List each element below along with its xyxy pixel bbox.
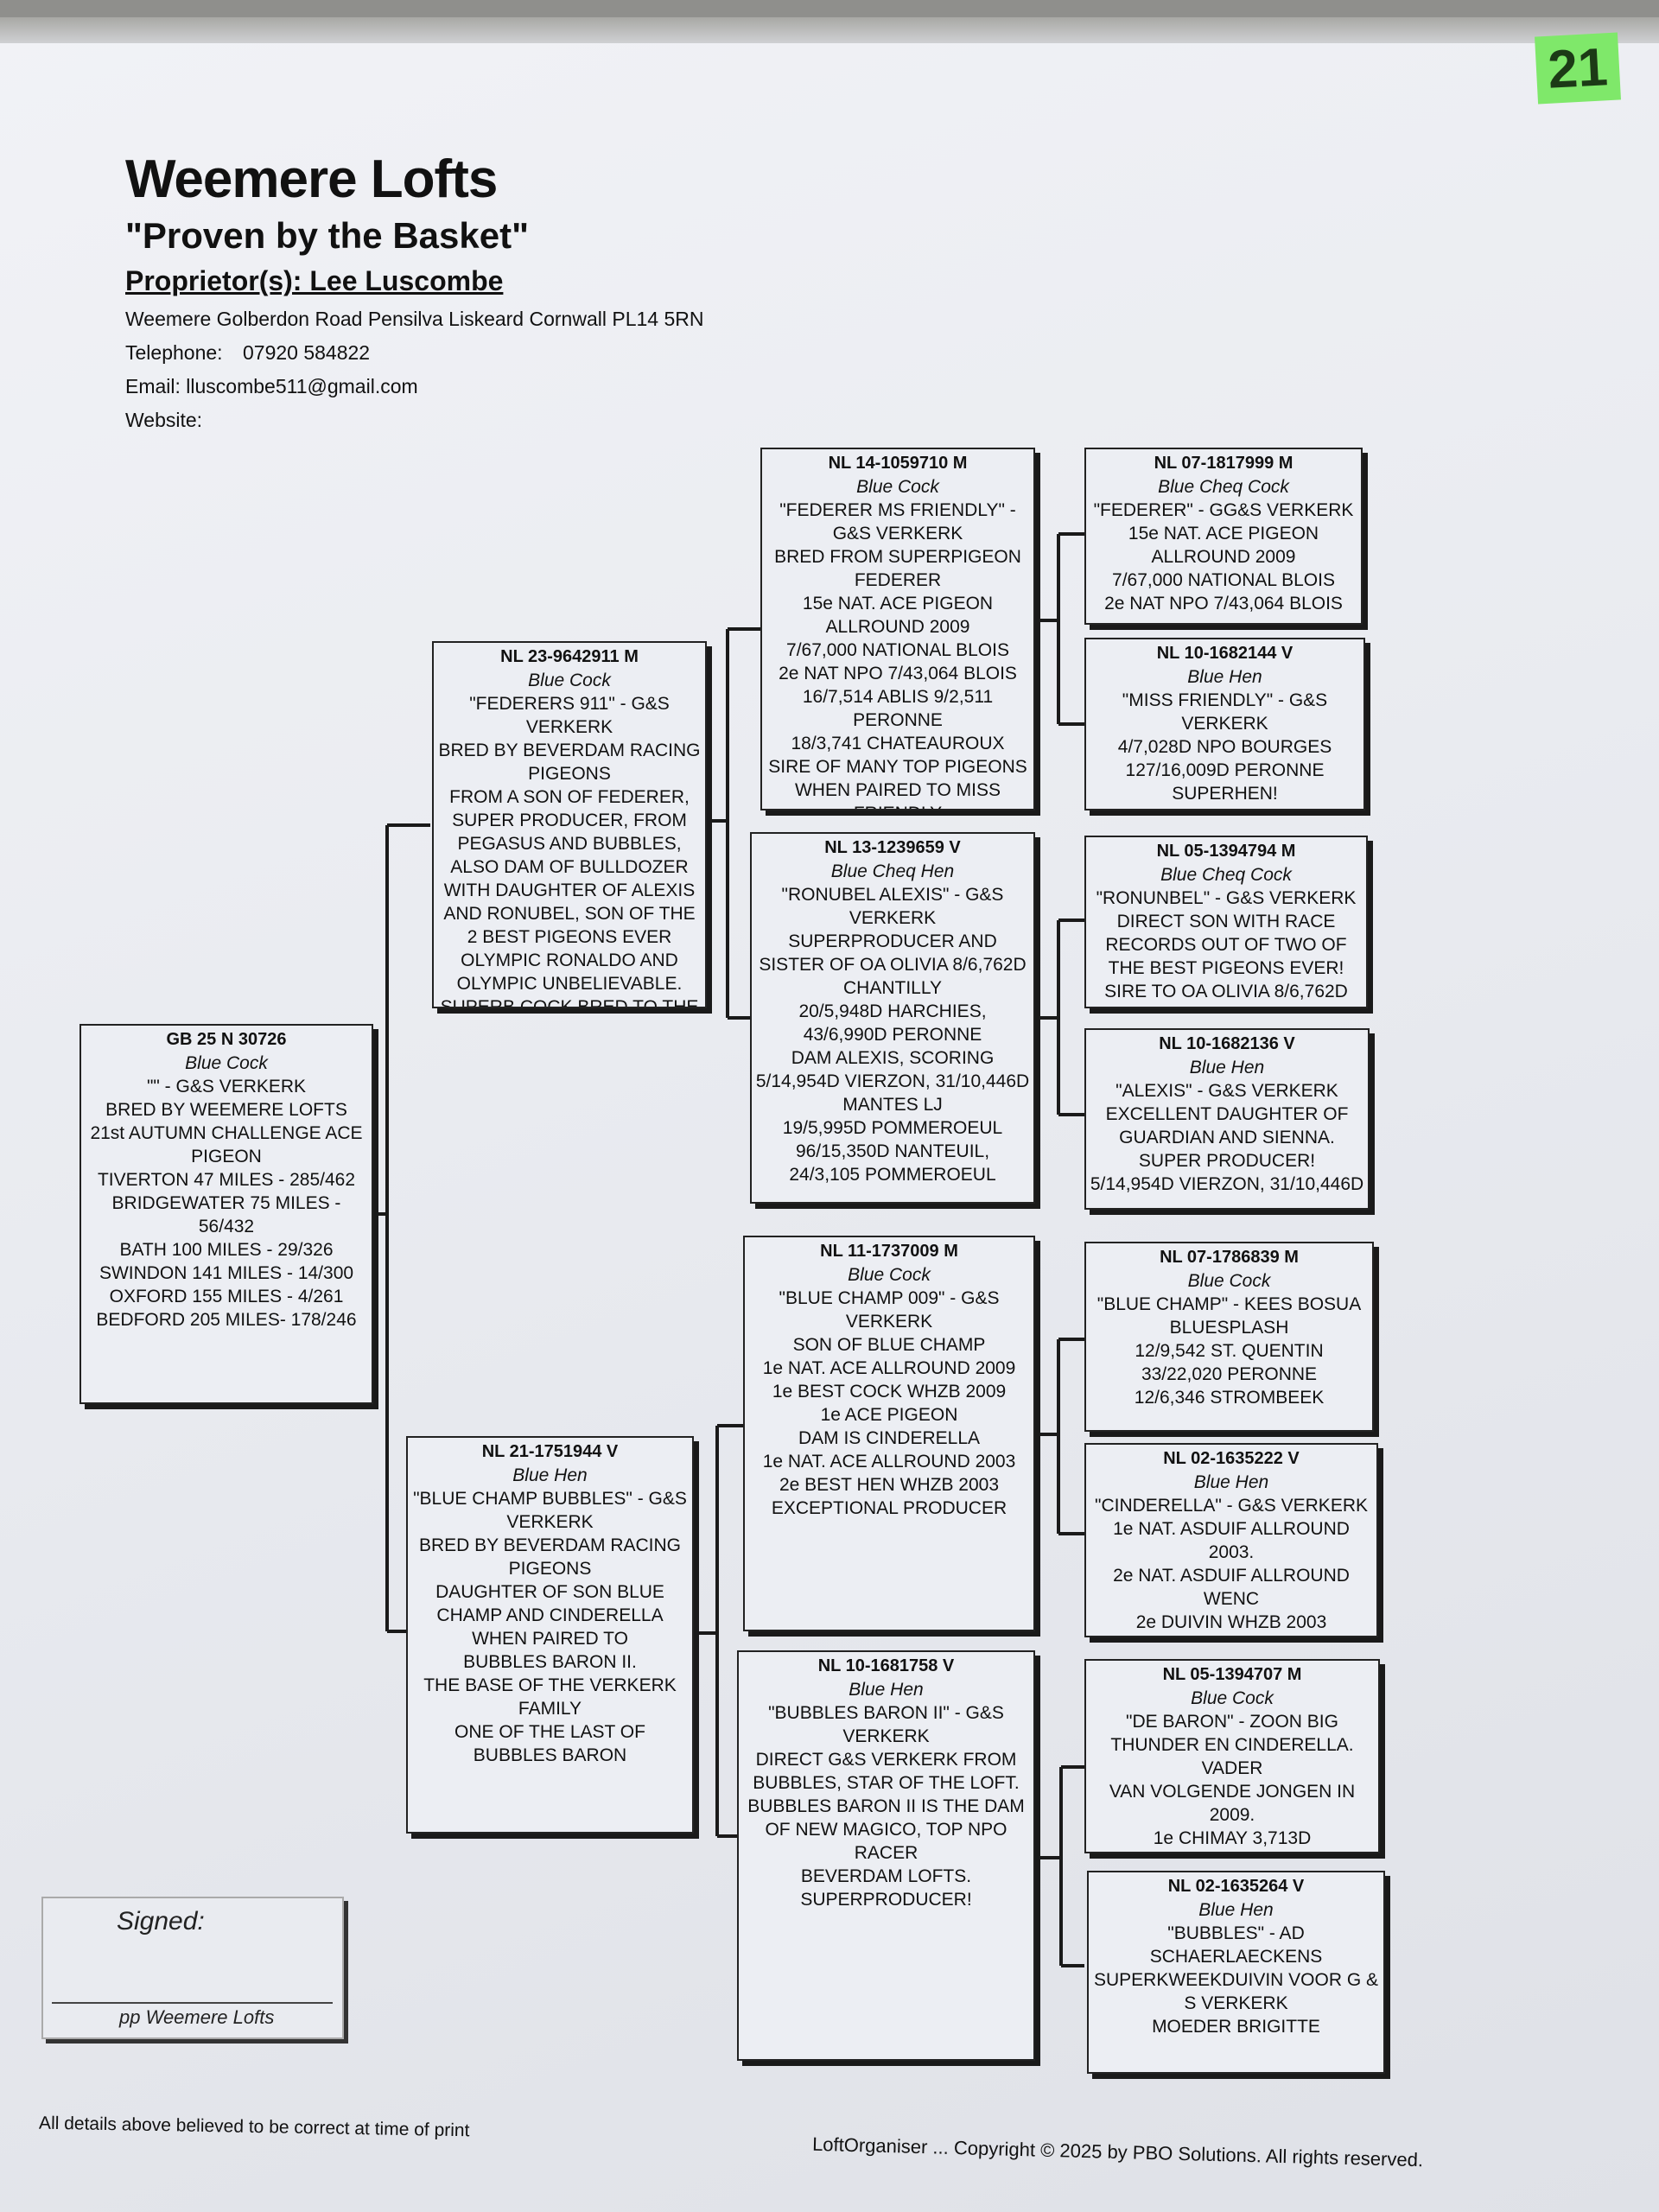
bird-description: "MISS FRIENDLY" - G&S VERKERK 4/7,028D N… bbox=[1117, 690, 1332, 804]
bird-description: "ALEXIS" - G&S VERKERK EXCELLENT DAUGHTE… bbox=[1090, 1081, 1364, 1194]
telephone-line: Telephone: 07920 584822 bbox=[125, 341, 703, 365]
bird-color: Blue Hen bbox=[849, 1680, 924, 1700]
ring-number: NL 05-1394794 M bbox=[1156, 842, 1296, 861]
ring-number: NL 07-1786839 M bbox=[1160, 1248, 1299, 1267]
bird-description: "RONUNBEL" - G&S VERKERK DIRECT SON WITH… bbox=[1096, 888, 1357, 1001]
ring-number: NL 10-1682136 V bbox=[1159, 1034, 1295, 1053]
bird-color: Blue Cock bbox=[848, 1265, 931, 1285]
bird-color: Blue Cock bbox=[856, 477, 939, 497]
pedigree-box-sire-sire: NL 14-1059710 M Blue Cock "FEDERER MS FR… bbox=[760, 448, 1035, 810]
ring-number: GB 25 N 30726 bbox=[166, 1030, 287, 1049]
pedigree-box-subject: GB 25 N 30726 Blue Cock "" - G&S VERKERK… bbox=[79, 1024, 373, 1404]
bird-color: Blue Hen bbox=[1198, 1900, 1274, 1920]
pedigree-box-dss: NL 07-1786839 M Blue Cock "BLUE CHAMP" -… bbox=[1084, 1242, 1374, 1432]
bird-color: Blue Cock bbox=[1191, 1688, 1274, 1708]
pedigree-box-ssd: NL 10-1682144 V Blue Hen "MISS FRIENDLY"… bbox=[1084, 638, 1365, 810]
website-line: Website: bbox=[125, 409, 703, 432]
bird-description: "FEDERER MS FRIENDLY" - G&S VERKERK BRED… bbox=[768, 500, 1027, 809]
ring-number: NL 02-1635222 V bbox=[1163, 1449, 1300, 1468]
loft-title: Weemere Lofts bbox=[125, 149, 498, 209]
pedigree-box-sds: NL 05-1394794 M Blue Cheq Cock "RONUNBEL… bbox=[1084, 836, 1368, 1008]
paper-edge bbox=[0, 17, 1659, 43]
signed-label: Signed: bbox=[117, 1907, 205, 1936]
email-line: Email: lluscombe511@gmail.com bbox=[125, 375, 703, 398]
bird-description: "BUBBLES BARON II" - G&S VERKERK DIRECT … bbox=[747, 1703, 1025, 1910]
bird-description: "BLUE CHAMP" - KEES BOSUA BLUESPLASH 12/… bbox=[1096, 1294, 1362, 1408]
ring-number: NL 23-9642911 M bbox=[500, 647, 639, 666]
bird-color: Blue Hen bbox=[1193, 1472, 1269, 1492]
bird-description: "" - G&S VERKERK BRED BY WEEMERE LOFTS 2… bbox=[90, 1077, 363, 1330]
loft-motto: "Proven by the Basket" bbox=[125, 215, 529, 256]
bird-description: "BLUE CHAMP BUBBLES" - G&S VERKERK BRED … bbox=[413, 1489, 687, 1765]
ring-number: NL 10-1682144 V bbox=[1156, 644, 1294, 663]
signature-box bbox=[41, 1897, 344, 2039]
signature-pp: pp Weemere Lofts bbox=[119, 2006, 275, 2028]
pedigree-box-dam-dam: NL 10-1681758 V Blue Hen "BUBBLES BARON … bbox=[737, 1650, 1035, 2061]
bird-color: Blue Cock bbox=[1187, 1271, 1271, 1291]
pedigree-box-dsd: NL 02-1635222 V Blue Hen "CINDERELLA" - … bbox=[1084, 1443, 1378, 1637]
bird-description: "BUBBLES" - AD SCHAERLAECKENS SUPERKWEEK… bbox=[1093, 1923, 1379, 2037]
pedigree-box-sdd: NL 10-1682136 V Blue Hen "ALEXIS" - G&S … bbox=[1084, 1028, 1370, 1210]
ring-number: NL 11-1737009 M bbox=[820, 1242, 958, 1261]
bird-description: "FEDERER" - GG&S VERKERK 15e NAT. ACE PI… bbox=[1093, 500, 1354, 613]
pedigree-box-dam: NL 21-1751944 V Blue Hen "BLUE CHAMP BUB… bbox=[406, 1436, 694, 1834]
bird-color: Blue Cheq Hen bbox=[830, 861, 955, 881]
bird-description: "RONUBEL ALEXIS" - G&S VERKERK SUPERPROD… bbox=[755, 885, 1030, 1185]
bird-description: "BLUE CHAMP 009" - G&S VERKERK SON OF BL… bbox=[762, 1288, 1016, 1518]
pedigree-box-sss: NL 07-1817999 M Blue Cheq Cock "FEDERER"… bbox=[1084, 448, 1363, 625]
address: Weemere Golberdon Road Pensilva Liskeard… bbox=[125, 308, 704, 330]
pedigree-box-sire: NL 23-9642911 M Blue Cock "FEDERERS 911"… bbox=[432, 641, 707, 1008]
website-label: Website: bbox=[125, 409, 203, 431]
telephone-label: Telephone: bbox=[125, 341, 223, 364]
bird-description: "CINDERELLA" - G&S VERKERK 1e NAT. ASDUI… bbox=[1095, 1496, 1368, 1632]
ring-number: NL 05-1394707 M bbox=[1162, 1665, 1302, 1684]
bird-color: Blue Hen bbox=[1187, 667, 1262, 687]
ring-number: NL 21-1751944 V bbox=[481, 1442, 619, 1461]
proprietor: Proprietor(s): Lee Luscombe bbox=[125, 265, 504, 296]
bird-color: Blue Hen bbox=[512, 1465, 588, 1485]
bird-description: "DE BARON" - ZOON BIG THUNDER EN CINDERE… bbox=[1109, 1712, 1356, 1848]
ring-number: NL 10-1681758 V bbox=[817, 1656, 955, 1675]
bird-description: "FEDERERS 911" - G&S VERKERK BRED BY BEV… bbox=[438, 694, 701, 1008]
telephone-value: 07920 584822 bbox=[243, 341, 371, 364]
ring-number: NL 07-1817999 M bbox=[1154, 454, 1294, 473]
pedigree-box-dds: NL 05-1394707 M Blue Cock "DE BARON" - Z… bbox=[1084, 1659, 1380, 1853]
email-value: lluscombe511@gmail.com bbox=[186, 375, 418, 397]
bird-color: Blue Hen bbox=[1189, 1058, 1265, 1077]
signature-line bbox=[52, 2002, 333, 2004]
bird-color: Blue Cheq Cock bbox=[1158, 477, 1289, 497]
pedigree-box-sire-dam: NL 13-1239659 V Blue Cheq Hen "RONUBEL A… bbox=[750, 832, 1035, 1204]
loft-header: Weemere Lofts "Proven by the Basket" Pro… bbox=[125, 149, 703, 432]
bird-color: Blue Cock bbox=[528, 671, 611, 690]
bird-color: Blue Cheq Cock bbox=[1160, 865, 1292, 885]
email-label: Email: bbox=[125, 375, 181, 397]
pedigree-box-dam-sire: NL 11-1737009 M Blue Cock "BLUE CHAMP 00… bbox=[743, 1236, 1035, 1631]
ring-number: NL 13-1239659 V bbox=[824, 838, 961, 857]
bird-color: Blue Cock bbox=[185, 1053, 268, 1073]
ring-number: NL 14-1059710 M bbox=[828, 454, 968, 473]
ring-number: NL 02-1635264 V bbox=[1167, 1877, 1305, 1896]
pedigree-box-ddd: NL 02-1635264 V Blue Hen "BUBBLES" - AD … bbox=[1087, 1871, 1385, 2074]
